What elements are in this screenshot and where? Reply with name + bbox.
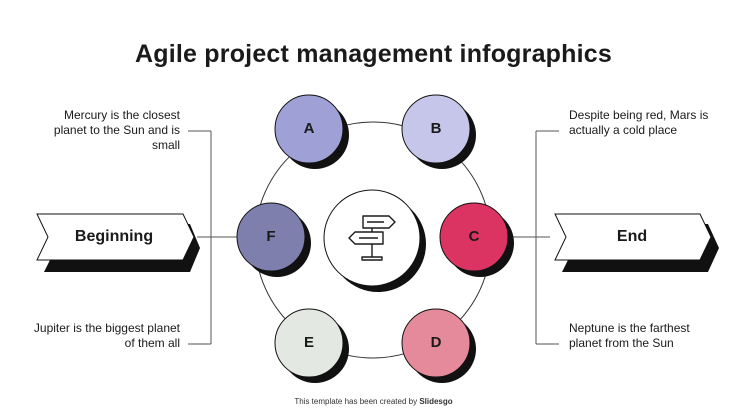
footer-brand: Slidesgo bbox=[419, 397, 453, 406]
cycle-node-d bbox=[401, 308, 476, 383]
cycle-node-c bbox=[439, 202, 514, 277]
page-title: Agile project management infographics bbox=[135, 40, 612, 68]
note-bottom-left: Jupiter is the biggest planet of them al… bbox=[33, 321, 180, 350]
cycle-node-label-a: A bbox=[303, 120, 315, 137]
node-layer bbox=[236, 94, 514, 383]
beginning-arrow bbox=[36, 213, 200, 272]
cycle-node-label-b: B bbox=[430, 120, 442, 137]
signpost-icon bbox=[348, 215, 396, 261]
cycle-node-label-d: D bbox=[430, 334, 442, 351]
cycle-node-label-f: F bbox=[266, 228, 276, 245]
cycle-node-a bbox=[274, 94, 349, 169]
cycle-node-b bbox=[401, 94, 476, 169]
footer-text: This template has been created by bbox=[294, 397, 420, 406]
note-bottom-right: Neptune is the farthest planet from the … bbox=[569, 321, 690, 350]
cycle-node-f bbox=[236, 202, 311, 277]
cycle-node-e bbox=[274, 308, 349, 383]
note-top-left: Mercury is the closest planet to the Sun… bbox=[53, 108, 180, 152]
cycle-node-label-e: E bbox=[303, 334, 314, 351]
beginning-label: Beginning bbox=[74, 228, 154, 245]
end-label: End bbox=[616, 228, 648, 245]
note-top-right: Despite being red, Mars is actually a co… bbox=[569, 108, 709, 137]
footer: This template has been created by Slides… bbox=[0, 397, 747, 406]
cycle-node-label-c: C bbox=[468, 228, 480, 245]
end-arrow bbox=[554, 213, 719, 272]
